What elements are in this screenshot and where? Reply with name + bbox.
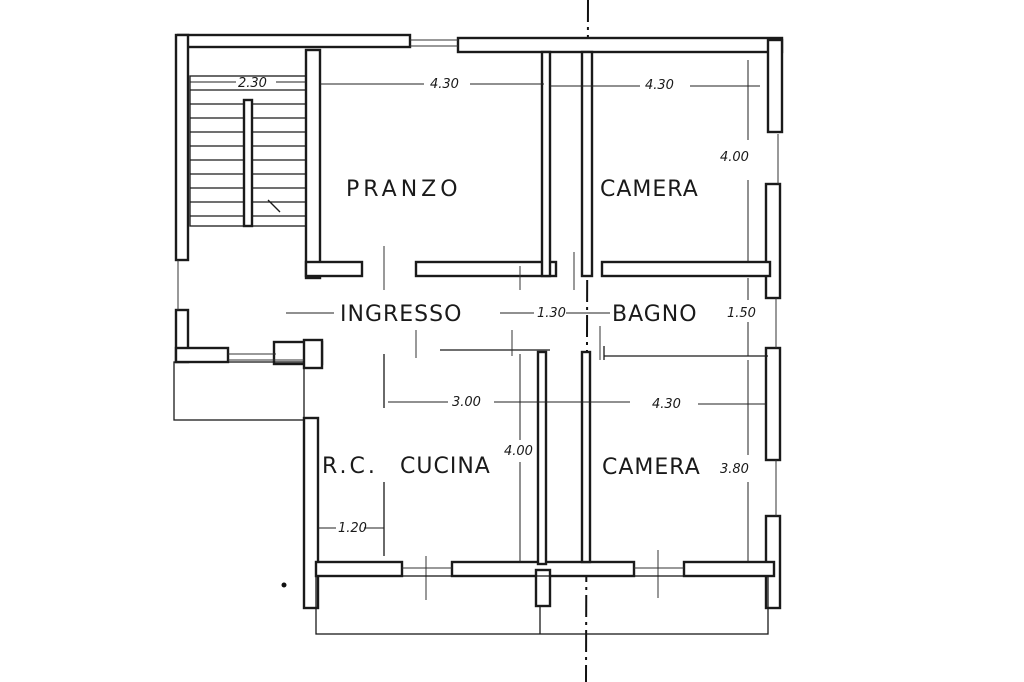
interior-walls [304,48,772,566]
balconies [173,361,769,635]
dim-camera-bottom-width: 4.30 [652,397,681,412]
dim-cucina-width: 3.00 [452,395,481,410]
dim-cucina-depth: 4.00 [504,444,533,459]
opening-marks [177,39,779,600]
room-label-cucina: CUCINA [400,454,491,479]
room-label-ingresso: INGRESSO [340,302,462,327]
room-labels: PRANZO CAMERA INGRESSO BAGNO R.C. CUCINA… [322,177,701,480]
room-label-bagno: BAGNO [612,302,698,327]
dim-corridor-depth: 1.30 [537,306,566,321]
dim-rc-width: 1.20 [338,521,367,536]
dim-bagno-depth: 1.50 [727,306,756,321]
dimension-labels: 2.30 4.30 4.30 4.00 1.30 1.50 3.00 4.30 … [238,76,756,536]
dim-camera-top-width: 4.30 [645,78,674,93]
room-label-rc: R.C. [322,454,378,479]
stairwell [189,75,309,228]
room-label-camera-bottom: CAMERA [602,455,701,480]
ink-dot [281,582,287,588]
dim-camera-bottom-depth: 3.80 [720,462,749,477]
dim-pranzo-width: 4.30 [430,77,459,92]
room-label-camera-top: CAMERA [600,177,699,202]
dimension-lines [190,60,766,562]
dim-stair-width: 2.30 [238,76,267,91]
room-label-pranzo: PRANZO [346,177,462,202]
dim-camera-top-depth: 4.00 [720,150,749,165]
